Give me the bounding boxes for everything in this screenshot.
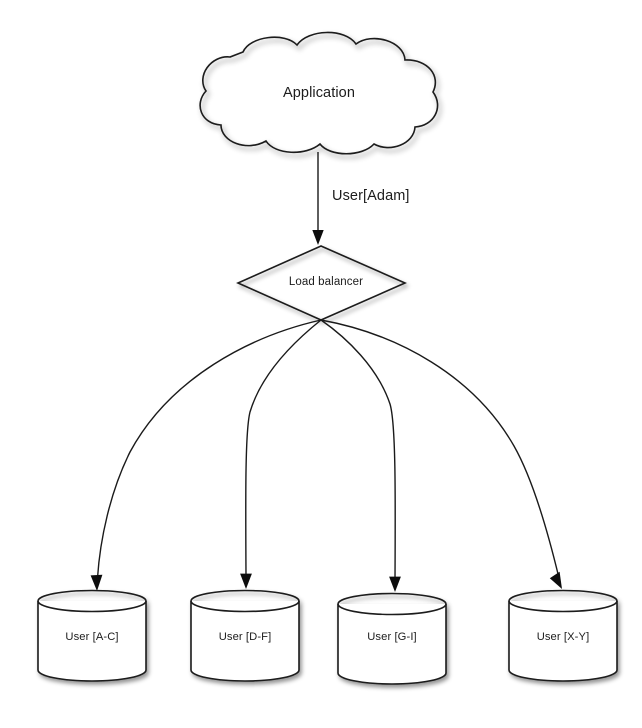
shard-3-label: User [G-I] <box>367 631 417 643</box>
shard-3-cylinder-shape[interactable] <box>337 592 447 685</box>
edge-balancer-to-shard-2 <box>240 319 322 589</box>
load-balancer-label: Load balancer <box>288 276 364 288</box>
shard-2-label: User [D-F] <box>218 631 272 643</box>
shard-1-label: User [A-C] <box>65 631 119 643</box>
edge-label-user-adam: User[Adam] <box>332 188 410 204</box>
application-label: Application <box>282 85 356 101</box>
edge-balancer-to-shard-3 <box>320 319 401 592</box>
edge-balancer-to-shard-1 <box>90 319 322 591</box>
shard-2-cylinder-shape[interactable] <box>190 589 300 682</box>
application-cloud-shape[interactable] <box>199 31 439 155</box>
edge-balancer-to-shard-4 <box>320 319 562 589</box>
shard-1-cylinder-shape[interactable] <box>37 589 147 682</box>
shard-4-label: User [X-Y] <box>536 631 590 643</box>
edge-app-to-balancer <box>312 152 324 245</box>
shard-4-cylinder-shape[interactable] <box>508 589 618 682</box>
